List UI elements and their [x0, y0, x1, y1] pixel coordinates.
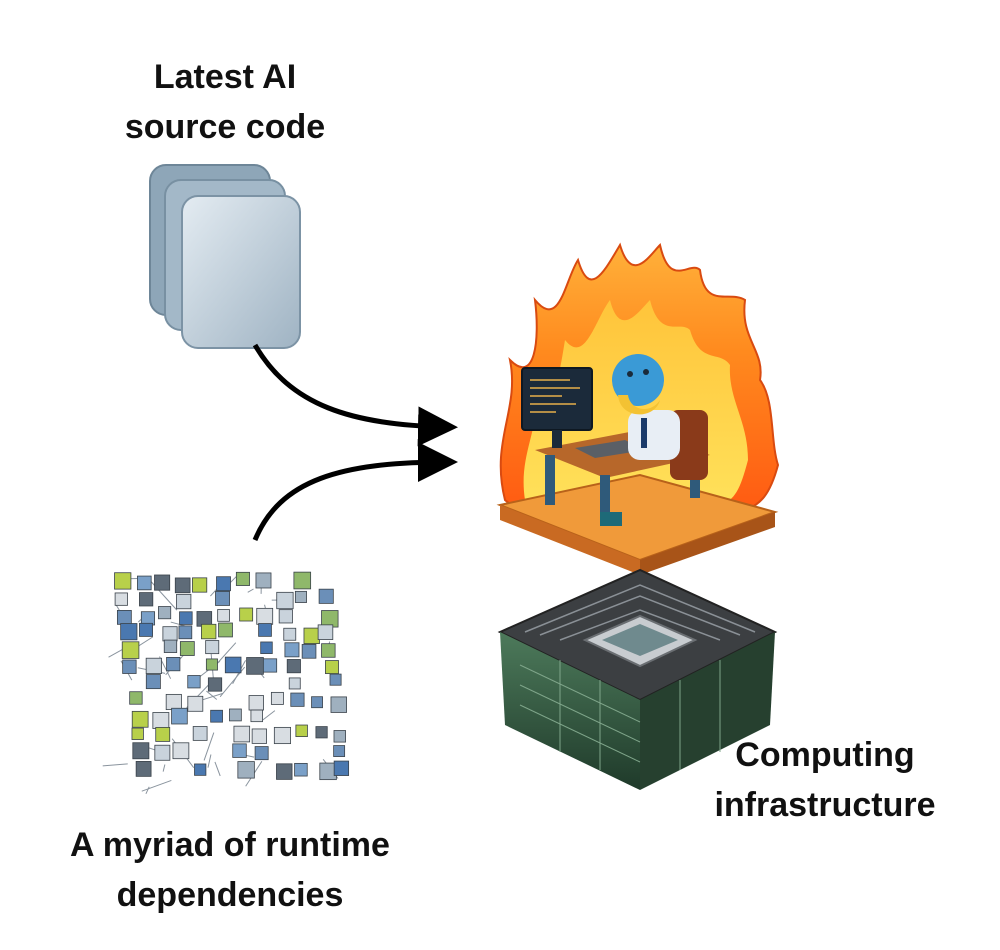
python-logo-icon	[612, 354, 680, 460]
dependency-cubes-icon	[102, 571, 350, 795]
computer-chip-icon	[497, 568, 778, 790]
dependencies-label-line1: A myriad of runtime	[70, 826, 390, 864]
source-code-label-line1: Latest AI	[153, 58, 297, 96]
infrastructure-label-line2: infrastructure	[714, 786, 936, 824]
source-code-label-line2: source code	[124, 108, 326, 146]
dependencies-label-line2: dependencies	[116, 876, 344, 914]
dependencies-label: A myriad of runtime dependencies	[10, 820, 450, 920]
infrastructure-label-line1: Computing	[735, 736, 915, 774]
source-code-label: Latest AI source code	[60, 52, 390, 152]
arrow-icon	[252, 343, 458, 541]
stacked-cards-icon	[149, 164, 301, 349]
infrastructure-label: Computing infrastructure	[690, 730, 960, 830]
